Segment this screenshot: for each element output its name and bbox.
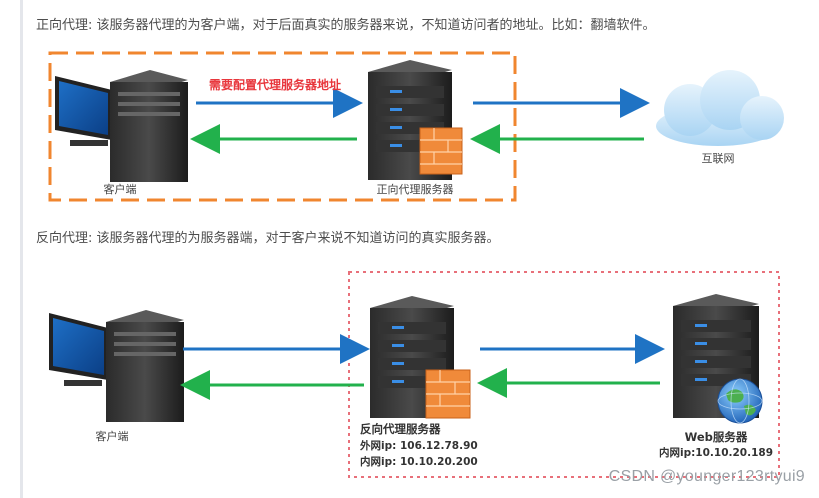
forward-proxy-description: 正向代理: 该服务器代理的为客户端，对于后面真实的服务器来说，不知道访问者的地址… [36, 18, 656, 33]
client-computer-icon [55, 70, 188, 182]
reverse-proxy-description: 反向代理: 该服务器代理的为服务器端，对于客户来说不知道访问的真实服务器。 [36, 231, 500, 246]
config-note: 需要配置代理服务器地址 [209, 77, 341, 92]
web-server-label: Web服务器 [685, 430, 748, 444]
client-computer-icon [49, 310, 184, 422]
forward-proxy-boundary [48, 51, 517, 202]
forward-client-label: 客户端 [104, 182, 137, 196]
blockquote-bar [20, 0, 23, 498]
reverse-client-label: 客户端 [96, 429, 129, 443]
internet-cloud-icon [656, 70, 784, 146]
reverse-proxy-boundary [348, 271, 780, 478]
forward-proxy-label: 正向代理服务器 [377, 182, 454, 196]
firewall-icon [425, 369, 471, 419]
firewall-icon [419, 127, 463, 175]
forward-proxy-server-icon [368, 60, 452, 180]
internet-label: 互联网 [702, 152, 735, 165]
globe-icon [717, 378, 763, 424]
csdn-watermark: CSDN @younger123rtyui9 [608, 468, 805, 485]
reverse-proxy-label: 反向代理服务器 [360, 422, 441, 436]
proxy-external-ip: 外网ip: 106.12.78.90 [359, 439, 478, 452]
proxy-internal-ip: 内网ip: 10.10.20.200 [360, 455, 478, 468]
web-server-icon [673, 294, 759, 418]
reverse-proxy-server-icon [370, 296, 454, 418]
web-internal-ip: 内网ip:10.10.20.189 [659, 446, 773, 459]
